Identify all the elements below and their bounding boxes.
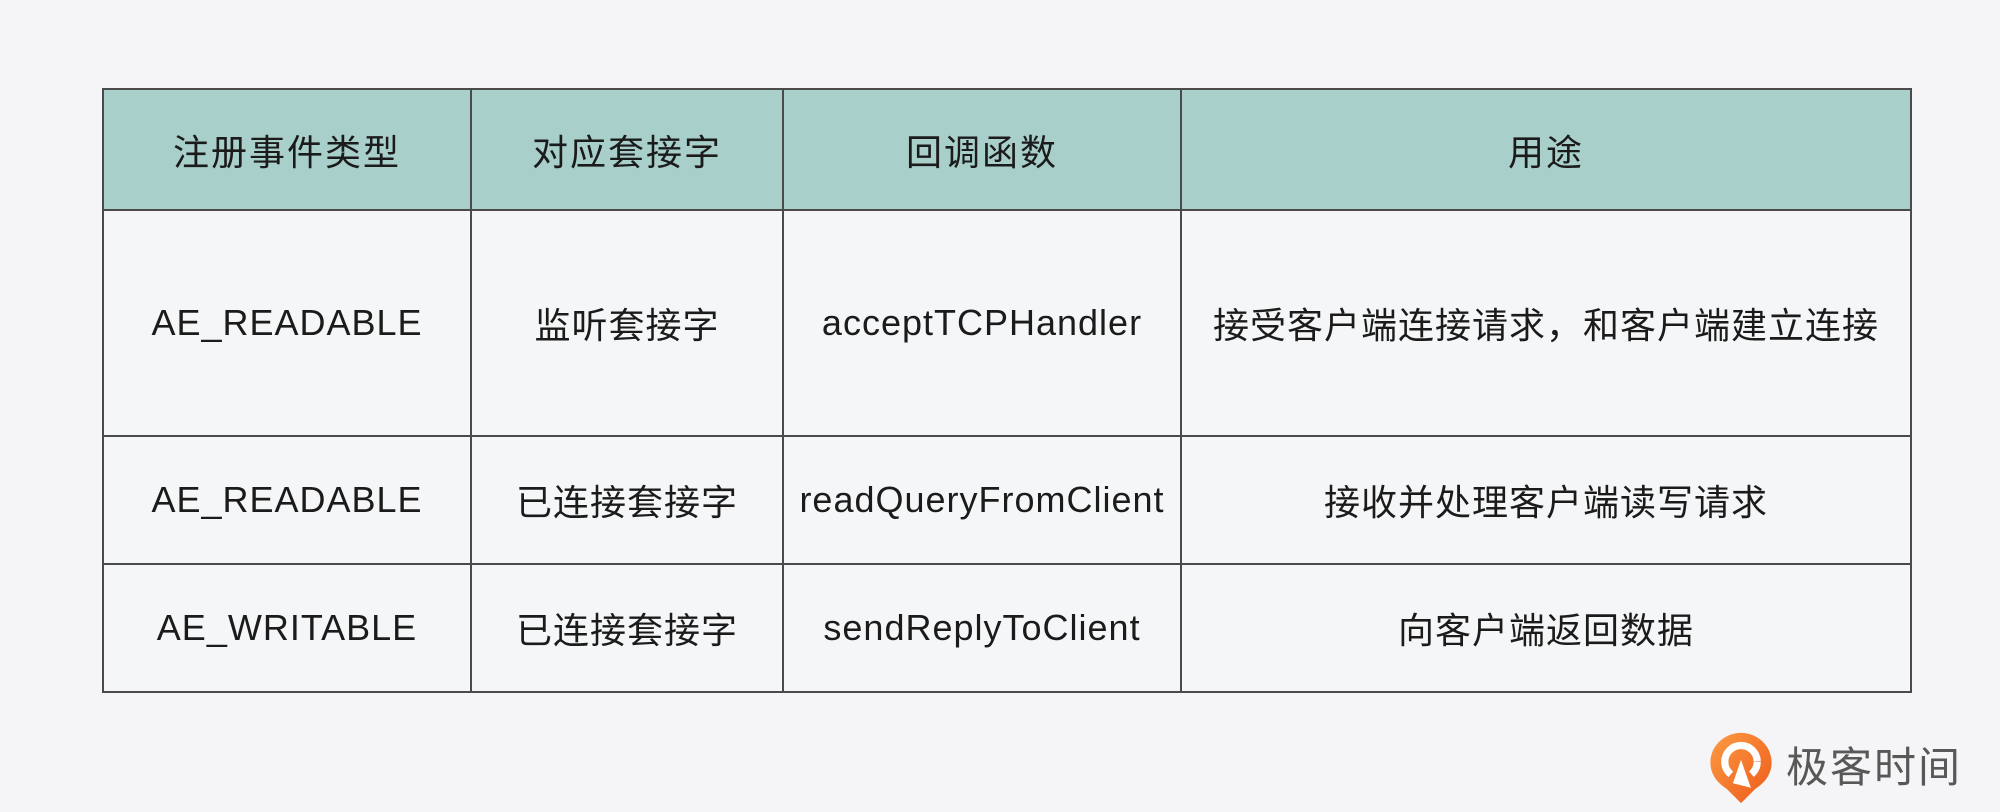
- table-header-row: 注册事件类型 对应套接字 回调函数 用途: [102, 88, 1912, 211]
- column-header-callback: 回调函数: [782, 88, 1182, 211]
- geektime-logo: 极客时间: [1708, 732, 1962, 804]
- table-cell-socket: 已连接套接字: [470, 435, 784, 565]
- table-row: AE_READABLE 监听套接字 acceptTCPHandler 接受客户端…: [102, 209, 1912, 437]
- table-cell-socket: 已连接套接字: [470, 563, 784, 693]
- table-row: AE_READABLE 已连接套接字 readQueryFromClient 接…: [102, 435, 1912, 565]
- socket-events-table: 注册事件类型 对应套接字 回调函数 用途 AE_READABLE 监听套接字 a…: [102, 88, 1912, 693]
- column-header-purpose: 用途: [1180, 88, 1912, 211]
- events-table: 注册事件类型 对应套接字 回调函数 用途 AE_READABLE 监听套接字 a…: [102, 88, 1912, 693]
- table-cell-event-type: AE_READABLE: [102, 209, 472, 437]
- table-cell-socket: 监听套接字: [470, 209, 784, 437]
- table-cell-purpose: 接收并处理客户端读写请求: [1180, 435, 1912, 565]
- table-cell-event-type: AE_WRITABLE: [102, 563, 472, 693]
- column-header-event-type: 注册事件类型: [102, 88, 472, 211]
- table-cell-event-type: AE_READABLE: [102, 435, 472, 565]
- table-cell-purpose: 接受客户端连接请求，和客户端建立连接: [1180, 209, 1912, 437]
- table-row: AE_WRITABLE 已连接套接字 sendReplyToClient 向客户…: [102, 563, 1912, 693]
- table-cell-purpose: 向客户端返回数据: [1180, 563, 1912, 693]
- table-cell-callback: sendReplyToClient: [782, 563, 1182, 693]
- table-cell-callback: acceptTCPHandler: [782, 209, 1182, 437]
- column-header-socket: 对应套接字: [470, 88, 784, 211]
- geektime-logo-icon: [1710, 732, 1772, 804]
- geektime-logo-text: 极客时间: [1785, 744, 1962, 791]
- table-cell-callback: readQueryFromClient: [782, 435, 1182, 565]
